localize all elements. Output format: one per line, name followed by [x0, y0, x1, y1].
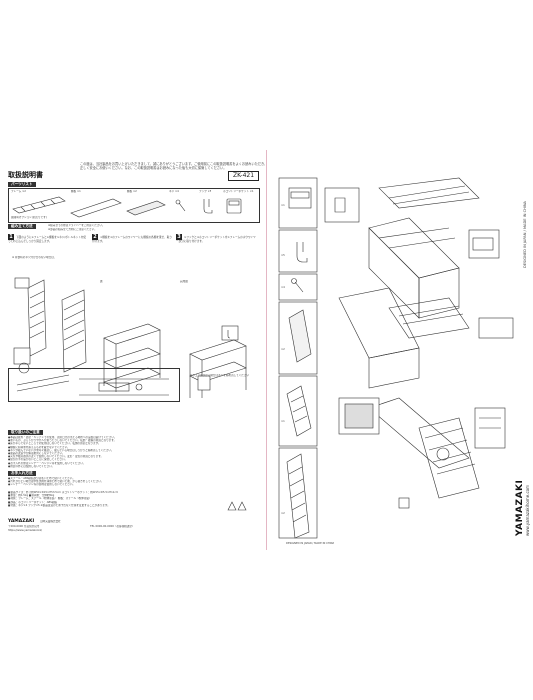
company-address: 〒000-0000 奈良県奈良市: [8, 525, 40, 528]
part-label-c: 棚板 ×2: [127, 190, 137, 193]
exploded-assembly-diagram: [278, 177, 514, 539]
fold-line: [266, 150, 267, 550]
care-line: ●シンナー・ベンジン等の溶剤は使用しないでください。: [8, 483, 76, 487]
recycle-icon: [227, 501, 247, 511]
part-count-a: ×1: [281, 204, 285, 207]
designed-vertical: DESIGNED IN JAPAN / MADE IN CHINA: [523, 200, 527, 268]
step-back-label: 裏: [100, 280, 103, 283]
caution-small: ※ホコリのかかる場合はネジを締め直してください: [190, 374, 250, 377]
part-label-e: フック ×5: [199, 190, 212, 193]
left-page: この度は、当社製品をお買い上げいただきまして、誠にありがとうございます。ご使用前…: [0, 158, 268, 541]
detail-box: [8, 368, 180, 402]
assembly-label: 組み立て方法: [8, 224, 36, 229]
caution-line: ●幼児の手の届かないところに保管してください。: [8, 458, 68, 462]
right-page: ×1 ×5 ×4 ×2 ×1 ×2 DESIGNED IN JAPAN / MA…: [269, 158, 533, 541]
caution-line: ●床が平らでないところでの使用はしないでください。転倒の原因となります。: [8, 442, 101, 446]
assembly-note-1: ※組み立ての際はドライバーをご用意ください。: [48, 224, 105, 227]
caution-line: ●ネジが緩んでいないかを時々確認し、緩んでいる場合はしっかりと締め直してください…: [8, 448, 114, 452]
spec-list: ■製品サイズ：外寸約W50×D15×H53.5cm ホコリトリーポケット：約W1…: [8, 491, 118, 507]
caution-list: ●本品は屋外・浴室・キッチンでの使用、直射日光の当たる場所への設置は避けてくださ…: [8, 436, 117, 468]
url-vertical: www.yamazakihome.com: [525, 484, 530, 536]
spec-line: ■製品サイズ：外寸約W50×D15×H53.5cm ホコリトリーポケット：約W1…: [8, 491, 119, 494]
intro-line-2: 正しく安全にお使いください。なお、この取扱説明書はお読みになった後も大切に保管し…: [80, 166, 227, 170]
caution-line: ●棚板に耐荷重を超えるものを載せないでください。: [8, 445, 70, 449]
page-title: 取扱説明書: [8, 171, 43, 179]
detail-illustration: [16, 374, 169, 396]
part-label-b: 棚板 ×1: [71, 190, 81, 193]
caution-line: ●用途以外には使用しないでください。: [8, 464, 55, 468]
parts-list-box: フレーム ×2 棚板 ×1 棚板 ×2 ネジ ×4 フック ×5 ホコリトリーポ…: [8, 188, 260, 223]
company-url: https://www.yamazaki.biz/: [8, 529, 43, 532]
brand-mark: YAMAZAKI: [8, 519, 35, 524]
spec-line: ■付属：ネジ×4 フック×5 ※製品改良のため予告なく仕様を変更することがありま…: [8, 503, 110, 507]
parts-list-label: パーツリスト: [8, 182, 36, 187]
intro-line-1: この度は、当社製品をお買い上げいただきまして、誠にありがとうございます。ご使用前…: [80, 162, 268, 166]
caution-line: ●お手入れの際はシンナー・ベンジン等を使用しないでください。: [8, 461, 86, 465]
parts-note: 展開時オプション(別売りです): [11, 216, 47, 219]
part-count-b: ×5: [281, 254, 285, 257]
care-label: お手入れ方法: [8, 471, 36, 476]
part-count-d: ×2: [281, 348, 285, 351]
model-number: ZK-421: [228, 171, 260, 181]
step-3-caption: 完成図: [180, 280, 188, 283]
caution-label: 取り扱いのご注意: [8, 430, 43, 435]
part-count-c: ×4: [281, 286, 285, 289]
caution-line: ●製品の改造や分解は絶対にしないでください。: [8, 452, 65, 456]
part-count-f: ×2: [281, 512, 285, 515]
caution-line: ●本品は屋外・浴室・キッチンでの使用、直射日光の当たる場所への設置は避けてくださ…: [8, 436, 117, 439]
parts-illustrations: [12, 196, 242, 218]
part-label-a: フレーム ×2: [11, 190, 26, 193]
spec-line: ■部品：ホコリトリーポケット：ABS樹脂: [8, 500, 58, 504]
spec-line: ■重量：約1.5kg ■耐荷重：全体約5kg: [8, 494, 55, 498]
spec-line: ■材質：フレーム：スチール（粉体塗装） 棚板：スチール（粉体塗装）: [8, 497, 92, 501]
care-line: ●スチール・ABS樹脂部分は乾いた布で拭いてください。: [8, 477, 75, 480]
company-name: 山崎実業株式会社: [40, 520, 61, 523]
part-count-e: ×1: [281, 420, 285, 423]
care-line: ●汚れがひどい場合は中性洗剤を薄めた布で拭いた後、から拭きをしてください。: [8, 480, 104, 484]
company-tel: TEL 0000-00-0000（お客様相談室）: [90, 525, 135, 528]
part-label-f: ホコリトリーポケット ×1: [223, 190, 254, 193]
assembly-note-2: ※部品の組み立て方向にご注意ください。: [48, 228, 97, 231]
brand-vertical: YAMAZAKI: [515, 479, 525, 536]
caution-line: ●重いもの、ぶら下がりや大人が乗ったりしないでください。転倒・破損の原因となりま…: [8, 439, 117, 443]
part-label-d: ネジ ×4: [169, 190, 179, 193]
step-1-caption: ※ 昼食時のネジ穴が合わない場合は、: [12, 256, 57, 259]
caution-line: ●火気や暖房器具の近くで使用しないでください。変形・変色の原因となります。: [8, 455, 104, 459]
care-list: ●スチール・ABS樹脂部分は乾いた布で拭いてください。 ●汚れがひどい場合は中性…: [8, 477, 103, 487]
bottom-designed: DESIGNED IN JAPAN / MADE IN CHINA: [286, 542, 335, 545]
